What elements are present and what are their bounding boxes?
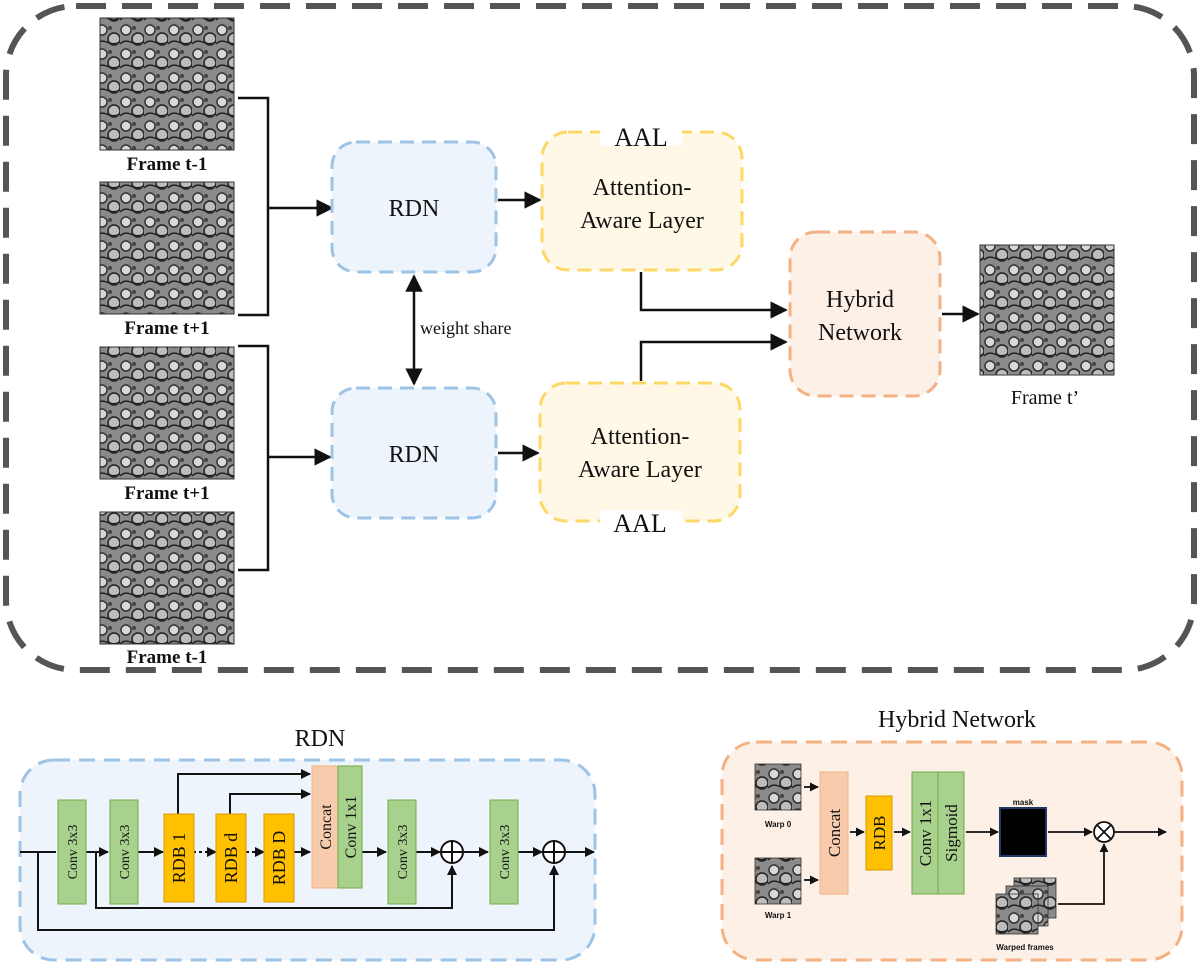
bracket-top: [238, 96, 332, 317]
arrow-aal-hybrid-top: [639, 272, 788, 319]
hybrid-concat-label: Concat: [825, 809, 844, 857]
rdn-conv3-1-label: Conv 3x3: [66, 825, 81, 880]
hybrid-rdb: [865, 795, 893, 871]
frame-label-3: Frame t+1: [124, 483, 209, 504]
aal-text-bottom-1: Attention-: [591, 424, 690, 450]
rdn-conv1-label: Conv 1x1: [343, 796, 360, 859]
aal-box-top: [540, 130, 744, 272]
input-frame-4: Frame t-1: [99, 511, 235, 668]
multiply-icon: [1093, 821, 1115, 843]
input-frame-2: Frame t+1: [99, 181, 235, 339]
frame-label-4: Frame t-1: [127, 647, 208, 668]
warp0-image: [754, 763, 802, 811]
hybrid-sigmoid-label: Sigmoid: [942, 804, 961, 862]
aal-box-bottom: [538, 381, 742, 523]
warp1-image: [754, 857, 802, 905]
rdn-rdb-1-label: RDB 1: [169, 833, 189, 884]
rdn-add-1: [440, 840, 464, 864]
rdn-panel-border: [18, 758, 597, 962]
rdn-conv3-4-label: Conv 3x3: [498, 825, 513, 880]
rdn-label-bottom: RDN: [389, 442, 440, 468]
rdn-label-top: RDN: [389, 196, 440, 222]
warp0-label: Warp 0: [765, 820, 792, 829]
weight-share-label: weight share: [420, 318, 511, 338]
rdn-conv3-4: [489, 799, 519, 905]
mask-label: mask: [1013, 798, 1034, 807]
rdn-rdb-D-label: RDB D: [269, 831, 289, 886]
aal-label-bottom: AAL: [613, 509, 666, 538]
hybrid-rdb-label: RDB: [870, 816, 889, 851]
rdn-conv3-2: [109, 799, 139, 905]
hybrid-panel-title: Hybrid Network: [878, 707, 1036, 733]
rdn-conv3-3-label: Conv 3x3: [396, 825, 411, 880]
bracket-bottom: [238, 344, 330, 572]
hybrid-text-2: Network: [818, 320, 902, 346]
hybrid-text-1: Hybrid: [826, 287, 894, 313]
rdn-conv3-2-label: Conv 3x3: [118, 825, 133, 880]
input-frame-3: Frame t+1: [99, 346, 235, 504]
hybrid-network-box: [788, 230, 942, 398]
output-frame: [979, 244, 1115, 376]
rdn-panel-title: RDN: [295, 726, 346, 752]
aal-text-top-2: Aware Layer: [580, 208, 704, 234]
rdn-conv1: [337, 765, 363, 889]
rdn-rdb-D: [263, 813, 295, 903]
warp1-label: Warp 1: [765, 911, 792, 920]
rdn-box-bottom: [330, 386, 498, 520]
rdn-concat: [311, 765, 339, 889]
frame-label-1: Frame t-1: [127, 154, 208, 175]
hybrid-sigmoid: [937, 771, 965, 895]
rdn-rdb-1: [163, 813, 195, 903]
aal-text-bottom-2: Aware Layer: [578, 457, 702, 483]
mask-block: [999, 807, 1047, 857]
top-panel-border: [3, 3, 1197, 673]
warped-frames-label: Warped frames: [996, 943, 1054, 952]
frame-label-2: Frame t+1: [124, 318, 209, 339]
hybrid-concat: [819, 771, 849, 895]
arrow-aal-hybrid-bottom: [639, 333, 788, 381]
input-frame-1: Frame t-1: [99, 17, 235, 175]
rdn-concat-label: Concat: [318, 804, 335, 850]
rdn-conv3-1: [57, 799, 87, 905]
rdn-rdb-d: [215, 813, 247, 903]
hybrid-conv1-label: Conv 1x1: [916, 800, 935, 867]
aal-label-top: AAL: [614, 123, 667, 152]
aal-text-top-1: Attention-: [593, 175, 692, 201]
rdn-add-2: [542, 840, 566, 864]
rdn-box-top: [330, 140, 498, 274]
rdn-conv3-3: [387, 799, 417, 905]
rdn-rdb-d-label: RDB d: [221, 833, 241, 884]
output-frame-label: Frame t’: [1011, 387, 1079, 409]
warped-frames-stack: [995, 877, 1057, 935]
